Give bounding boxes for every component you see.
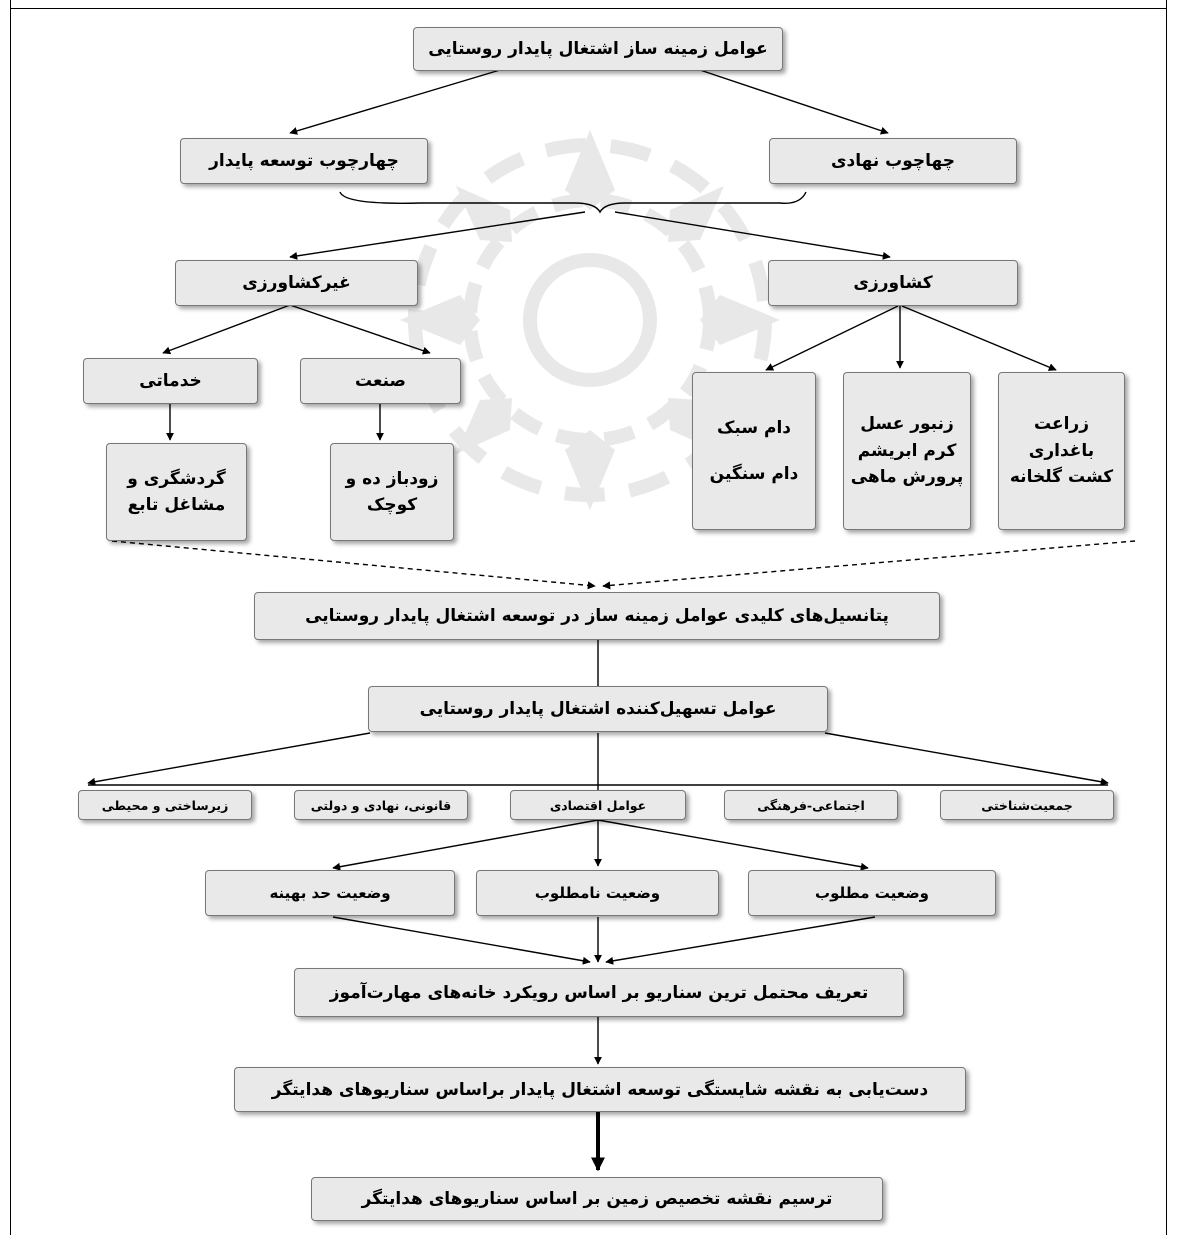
arrow-root-to-institutional bbox=[699, 69, 889, 135]
infrastructure-box: زیرساختی و محیطی bbox=[78, 790, 252, 820]
tourism-line-1: گردشگری و bbox=[127, 468, 226, 489]
social-box: اجتماعی-فرهنگی bbox=[724, 790, 898, 820]
arrow-agri-to-livestock bbox=[765, 305, 899, 371]
arrow-facilitators-to-infrastructure bbox=[87, 732, 371, 786]
competence-map-box: دست‌یابی به نقشه شایستگی توسعه اشتغال پا… bbox=[234, 1067, 966, 1112]
root-box: عوامل زمینه ساز اشتغال پایدار روستایی bbox=[413, 27, 783, 71]
institutional-framework-box: چهاچوب نهادی bbox=[769, 138, 1017, 184]
beekeeping-line-1: زنبور عسل bbox=[860, 414, 954, 435]
arrow-root-to-sustainable bbox=[289, 69, 501, 135]
economic-box: عوامل اقتصادی bbox=[510, 790, 686, 820]
arrow-agri-to-farming bbox=[901, 305, 1057, 371]
beekeeping-line-2: کرم ابریشم bbox=[857, 440, 957, 461]
arrow-desirable-to-scenario bbox=[605, 916, 876, 965]
farming-line-3: کشت گلخانه bbox=[1009, 467, 1114, 488]
non-agriculture-box: غیرکشاورزی bbox=[175, 260, 418, 306]
frame-top-border bbox=[10, 8, 1167, 9]
dashed-left-to-potentials bbox=[111, 540, 596, 590]
legal-box: قانونی، نهادی و دولتی bbox=[294, 790, 468, 820]
farming-line-1: زراعت bbox=[1034, 414, 1090, 435]
scenario-box: تعریف محتمل ترین سناریو بر اساس رویکرد خ… bbox=[294, 968, 904, 1017]
frameworks-brace bbox=[339, 191, 807, 214]
arrow-nonagri-to-services bbox=[162, 304, 291, 355]
beekeeping-line-3: پرورش ماهی bbox=[850, 467, 964, 488]
tourism-box: گردشگری و مشاغل تابع bbox=[106, 443, 247, 541]
small-industry-box: زودباز ده و کوچک bbox=[330, 443, 454, 541]
livestock-line-1: دام سبک bbox=[717, 417, 791, 438]
arrow-economic-to-desirable bbox=[597, 819, 869, 871]
livestock-box: دام سبک دام سنگین bbox=[692, 372, 816, 530]
land-allocation-map-box: ترسیم نقشه تخصیص زمین بر اساس سناریوهای … bbox=[311, 1177, 883, 1221]
arrow-nonagri-to-industry bbox=[289, 304, 431, 355]
optimal-state-box: وضعیت حد بهینه bbox=[205, 870, 455, 916]
services-box: خدماتی bbox=[83, 358, 258, 404]
arrow-facilitators-to-demographic bbox=[824, 732, 1109, 786]
demographic-box: جمعیت‌شناختی bbox=[940, 790, 1114, 820]
facilitators-box: عوامل تسهیل‌کننده اشتغال پایدار روستایی bbox=[368, 686, 828, 732]
arrow-brace-to-agri bbox=[614, 211, 891, 260]
dashed-right-to-potentials bbox=[602, 540, 1136, 590]
tourism-line-2: مشاغل تابع bbox=[127, 495, 226, 515]
undesirable-state-box: وضعیت نامطلوب bbox=[476, 870, 719, 916]
beekeeping-box: زنبور عسل کرم ابریشم پرورش ماهی bbox=[843, 372, 971, 530]
farming-line-2: باغداری bbox=[1028, 440, 1095, 461]
small-industry-line-2: کوچک bbox=[366, 495, 418, 515]
arrow-economic-to-optimal bbox=[332, 819, 599, 871]
agriculture-box: کشاورزی bbox=[768, 260, 1018, 306]
sustainable-framework-box: چهارچوب توسعه پایدار bbox=[180, 138, 428, 184]
small-industry-line-1: زودباز ده و bbox=[345, 468, 439, 489]
arrow-optimal-to-scenario bbox=[332, 916, 591, 965]
farming-box: زراعت باغداری کشت گلخانه bbox=[998, 372, 1125, 530]
industry-box: صنعت bbox=[300, 358, 461, 404]
watermark-emblem bbox=[400, 130, 780, 510]
livestock-line-3: دام سنگین bbox=[709, 464, 799, 484]
figure-frame bbox=[10, 0, 1167, 1235]
arrow-brace-to-nonagri bbox=[289, 211, 586, 260]
key-potentials-box: پتانسیل‌های کلیدی عوامل زمینه ساز در توس… bbox=[254, 592, 940, 640]
desirable-state-box: وضعیت مطلوب bbox=[748, 870, 996, 916]
